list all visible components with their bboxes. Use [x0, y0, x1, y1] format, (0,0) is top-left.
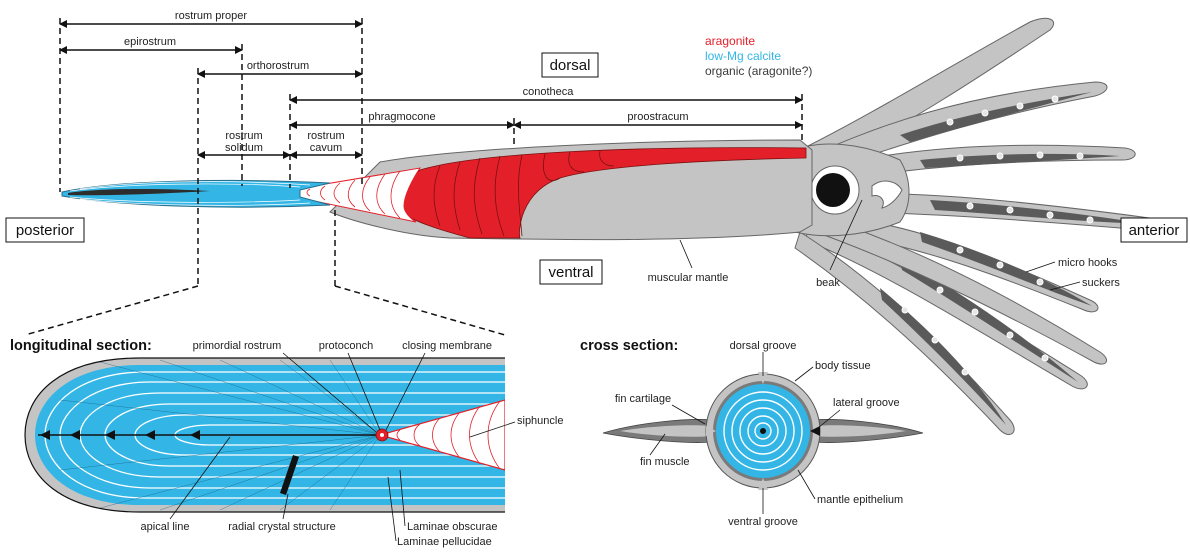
- label-radial-crystal-structure: radial crystal structure: [228, 521, 336, 533]
- legend-calcite: low-Mg calcite: [705, 49, 781, 63]
- label-protoconch: protoconch: [319, 340, 373, 352]
- label-lateral-groove: lateral groove: [833, 397, 900, 409]
- label-fin-muscle: fin muscle: [640, 456, 690, 468]
- label-rostrum-cavum-2: cavum: [310, 142, 342, 154]
- legend: aragonite low-Mg calcite organic (aragon…: [705, 34, 812, 78]
- label-closing-membrane: closing membrane: [402, 340, 492, 352]
- label-phragmocone: phragmocone: [368, 111, 435, 123]
- label-mantle-epithelium: mantle epithelium: [817, 494, 903, 506]
- label-muscular-mantle: muscular mantle: [648, 272, 729, 284]
- label-ventral-groove: ventral groove: [728, 516, 798, 528]
- label-orthorostrum: orthorostrum: [247, 60, 309, 72]
- label-epirostrum: epirostrum: [124, 36, 176, 48]
- label-laminae-pellucidae: Laminae pellucidae: [397, 536, 492, 548]
- orientation-posterior: posterior: [6, 218, 84, 242]
- label-suckers: suckers: [1082, 277, 1120, 289]
- label-primordial-rostrum: primordial rostrum: [193, 340, 282, 352]
- label-body-tissue: body tissue: [815, 360, 871, 372]
- cross-title: cross section:: [580, 338, 678, 354]
- label-proostracum: proostracum: [627, 111, 688, 123]
- label-rostrum-cavum-1: rostrum: [307, 130, 344, 142]
- dorsal-label: dorsal: [550, 57, 591, 74]
- anterior-label: anterior: [1129, 222, 1180, 239]
- label-rostrum-proper: rostrum proper: [175, 10, 247, 22]
- orientation-anterior: anterior: [1121, 218, 1187, 242]
- label-rostrum-solidum-1: rostrum: [225, 130, 262, 142]
- label-fin-cartilage: fin cartilage: [615, 393, 671, 405]
- label-apical-line: apical line: [141, 521, 190, 533]
- label-siphuncle: siphuncle: [517, 415, 563, 427]
- eye-pupil: [816, 173, 850, 207]
- label-micro-hooks: micro hooks: [1058, 257, 1118, 269]
- orientation-dorsal: dorsal: [542, 53, 598, 77]
- label-dorsal-groove: dorsal groove: [730, 340, 797, 352]
- label-conotheca: conotheca: [523, 86, 575, 98]
- legend-organic: organic (aragonite?): [705, 64, 812, 78]
- ventral-label: ventral: [548, 264, 593, 281]
- orientation-ventral: ventral: [540, 260, 602, 284]
- legend-aragonite: aragonite: [705, 34, 755, 48]
- longitudinal-title: longitudinal section:: [10, 338, 152, 354]
- posterior-label: posterior: [16, 222, 74, 239]
- label-beak: beak: [816, 277, 840, 289]
- label-laminae-obscurae: Laminae obscurae: [407, 521, 498, 533]
- label-rostrum-solidum-2: solidum: [225, 142, 263, 154]
